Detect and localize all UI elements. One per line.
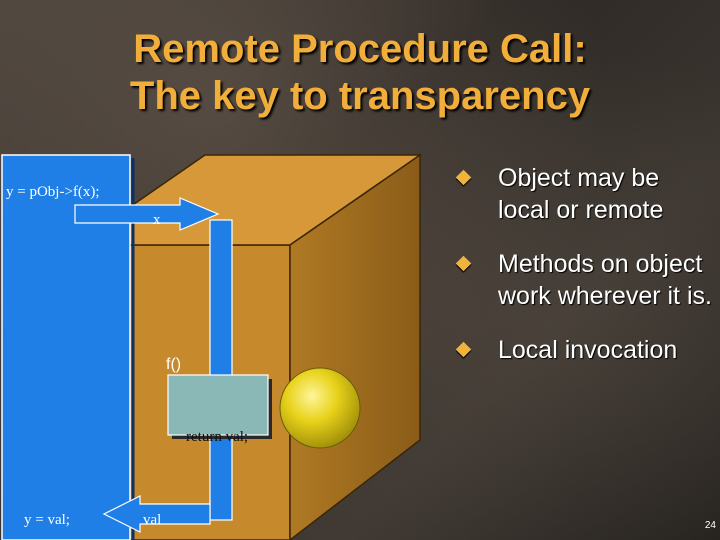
slide-title-line-2: The key to transparency	[129, 74, 591, 118]
return-arrow	[102, 495, 211, 533]
function-box	[167, 374, 269, 436]
slide-title-line-1: Remote Procedure Call:	[133, 27, 587, 71]
diamond-bullet-icon	[455, 255, 472, 272]
call-path	[209, 219, 233, 521]
bullet-text: Object may be local or remote	[498, 164, 664, 224]
bullet-item: Methods on object work wherever it is.	[452, 248, 714, 312]
diamond-bullet-icon	[455, 341, 472, 358]
bullet-text: Methods on object work wherever it is.	[498, 250, 712, 310]
result-value-label: val	[143, 512, 161, 528]
argument-label: x	[153, 212, 161, 228]
bullet-list: Object may be local or remote Methods on…	[452, 162, 714, 366]
function-label: f()	[166, 356, 181, 373]
return-statement-label: return val;	[186, 429, 248, 445]
result-statement-label: y = val;	[24, 512, 70, 528]
bullet-item: Local invocation	[452, 334, 714, 366]
slide-title: Remote Procedure Call: The key to transp…	[0, 26, 720, 120]
bullet-item: Object may be local or remote	[452, 162, 714, 226]
slide-number: 24	[704, 520, 716, 531]
bullet-text: Local invocation	[498, 336, 678, 364]
call-statement-label: y = pObj->f(x);	[6, 184, 100, 200]
call-arrow	[74, 197, 220, 231]
diamond-bullet-icon	[455, 169, 472, 186]
object-sphere	[279, 367, 361, 449]
